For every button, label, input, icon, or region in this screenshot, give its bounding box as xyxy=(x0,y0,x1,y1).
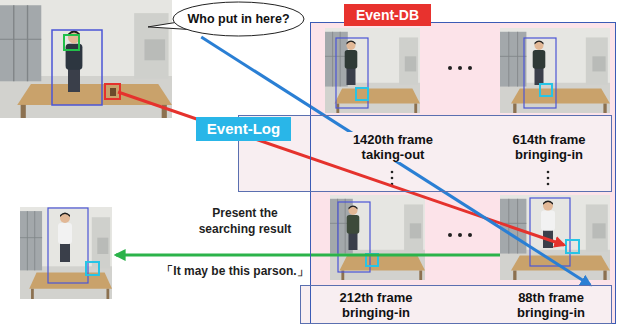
event-db-region: Event-DB xyxy=(310,22,616,324)
object-box xyxy=(105,84,120,99)
person xyxy=(347,205,360,250)
person-box xyxy=(338,202,370,272)
event-log-band: 212th frame bringing-in 88th frame bringi… xyxy=(300,285,612,324)
photo xyxy=(325,28,420,113)
object-box xyxy=(86,262,99,275)
speech-text: Who put in here? xyxy=(176,11,301,27)
person xyxy=(66,31,83,92)
photo xyxy=(500,28,610,113)
ellipsis-dot xyxy=(547,177,550,180)
person-box xyxy=(530,198,570,266)
person xyxy=(541,200,555,248)
log-ground xyxy=(300,285,612,324)
event-entry: 1420th frame taking-out xyxy=(341,132,445,162)
object-box xyxy=(566,240,579,253)
photo xyxy=(0,0,172,118)
ellipsis-dot xyxy=(391,183,394,186)
event-log-band: Event-Log1420th frame taking-out614th fr… xyxy=(238,115,612,192)
photo xyxy=(20,207,112,299)
result-arrow xyxy=(116,254,500,257)
ellipsis-dot xyxy=(458,233,462,237)
bubble-ellipse xyxy=(173,2,304,36)
annotation-text: 「It may be this parson.」 xyxy=(130,263,340,279)
photo xyxy=(500,195,610,280)
ellipsis-dot xyxy=(468,233,472,237)
object xyxy=(110,88,116,96)
person-box xyxy=(48,208,88,283)
ellipsis-dot xyxy=(391,171,394,174)
photo xyxy=(330,195,425,280)
ellipsis-dot xyxy=(448,233,452,237)
face-box xyxy=(64,35,79,50)
ellipsis-dot xyxy=(458,66,462,70)
ellipsis-dot xyxy=(448,66,452,70)
object-box xyxy=(540,84,552,96)
object-box xyxy=(366,254,378,266)
speech-bubble: Who put in here? xyxy=(172,1,305,37)
region-heading: Event-DB xyxy=(344,4,431,26)
band-heading: Event-Log xyxy=(196,117,291,141)
event-entry: 212th frame bringing-in xyxy=(324,290,428,320)
ellipsis-dot xyxy=(391,177,394,180)
person xyxy=(58,213,72,263)
person-box xyxy=(524,38,556,108)
person xyxy=(533,40,546,85)
person-box xyxy=(52,30,102,105)
person-box xyxy=(336,38,368,108)
event-entry: 88th frame bringing-in xyxy=(499,290,603,320)
event-entry: 614th frame bringing-in xyxy=(497,132,601,162)
log-ground xyxy=(238,115,612,192)
ellipsis-dot xyxy=(468,66,472,70)
ellipsis-dot xyxy=(547,183,550,186)
ellipsis-dot xyxy=(547,171,550,174)
object-box xyxy=(356,88,368,100)
db-ground xyxy=(310,22,616,324)
person xyxy=(345,40,358,85)
annotation-text: Present the searching result xyxy=(185,205,305,237)
